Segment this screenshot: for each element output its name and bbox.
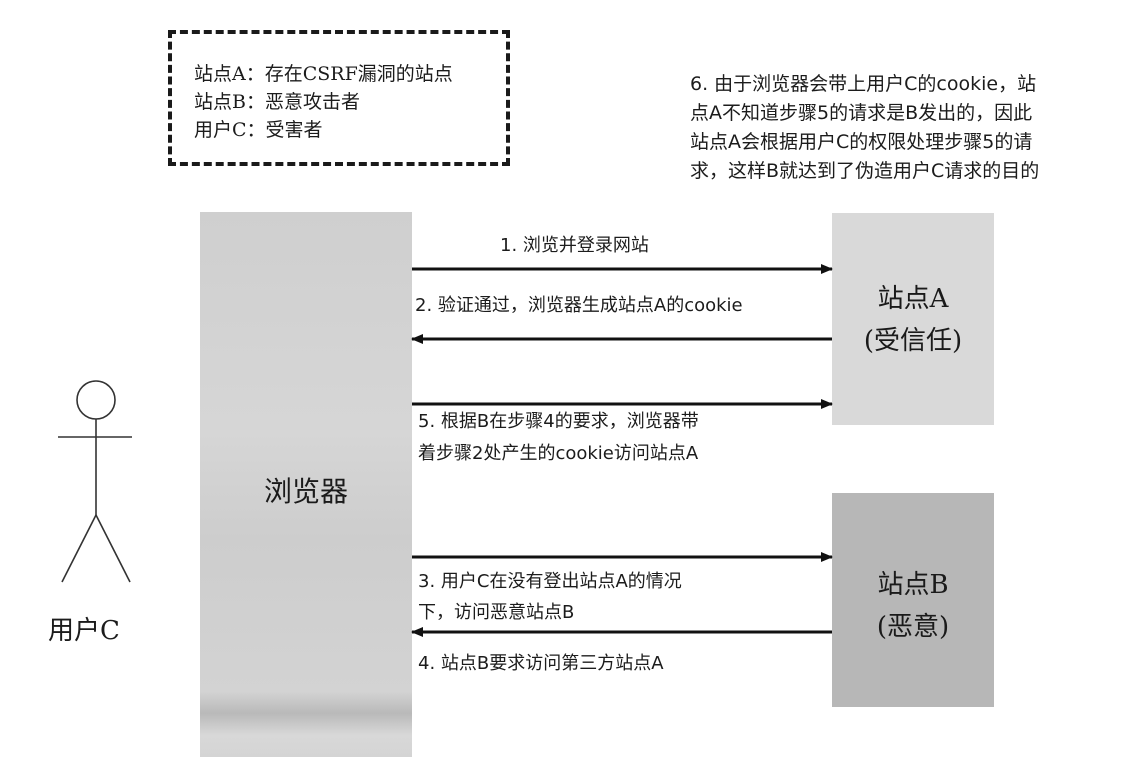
browser-box: 浏览器 <box>200 212 412 757</box>
stick-figure-left-leg <box>61 514 97 583</box>
step6-note-line: 6. 由于浏览器会带上用户C的cookie，站 <box>690 73 1037 95</box>
user-c-label: 用户C <box>48 616 120 646</box>
step5-label-line2: 着步骤2处产生的cookie访问站点A <box>418 443 699 464</box>
step6-note: 6. 由于浏览器会带上用户C的cookie，站 点A不知道步骤5的请求是B发出的… <box>690 70 1110 186</box>
stick-figure-head <box>76 380 116 420</box>
legend-line-site-b: 站点B：恶意攻击者 <box>194 91 360 113</box>
user-stick-figure <box>58 380 132 583</box>
step3-label-line2: 下，访问恶意站点B <box>418 602 575 623</box>
step5-label-line1: 5. 根据B在步骤4的要求，浏览器带 <box>418 411 699 432</box>
site-a-title: 站点A <box>877 284 949 314</box>
step3-label-line1: 3. 用户C在没有登出站点A的情况 <box>418 571 682 592</box>
browser-label: 浏览器 <box>263 475 348 508</box>
site-a-box: 站点A (受信任) <box>832 213 994 425</box>
step6-note-line: 站点A会根据用户C的权限处理步骤5的请 <box>690 131 1033 153</box>
site-b-title: 站点B <box>877 570 949 600</box>
site-b-box: 站点B (恶意) <box>832 493 994 707</box>
site-b-subtitle: (恶意) <box>876 612 950 642</box>
legend-line-site-a: 站点A：存在CSRF漏洞的站点 <box>194 63 453 85</box>
step6-note-line: 点A不知道步骤5的请求是B发出的，因此 <box>690 102 1033 124</box>
legend-box: 站点A：存在CSRF漏洞的站点 站点B：恶意攻击者 用户C：受害者 <box>168 30 510 166</box>
step1-label: 1. 浏览并登录网站 <box>500 235 649 256</box>
legend-line-user-c: 用户C：受害者 <box>194 119 323 141</box>
site-a-subtitle: (受信任) <box>863 326 963 356</box>
step4-label: 4. 站点B要求访问第三方站点A <box>418 653 664 674</box>
stick-figure-right-leg <box>95 514 131 583</box>
step2-label: 2. 验证通过，浏览器生成站点A的cookie <box>415 295 743 316</box>
step6-note-line: 求，这样B就达到了伪造用户C请求的目的 <box>690 160 1040 182</box>
